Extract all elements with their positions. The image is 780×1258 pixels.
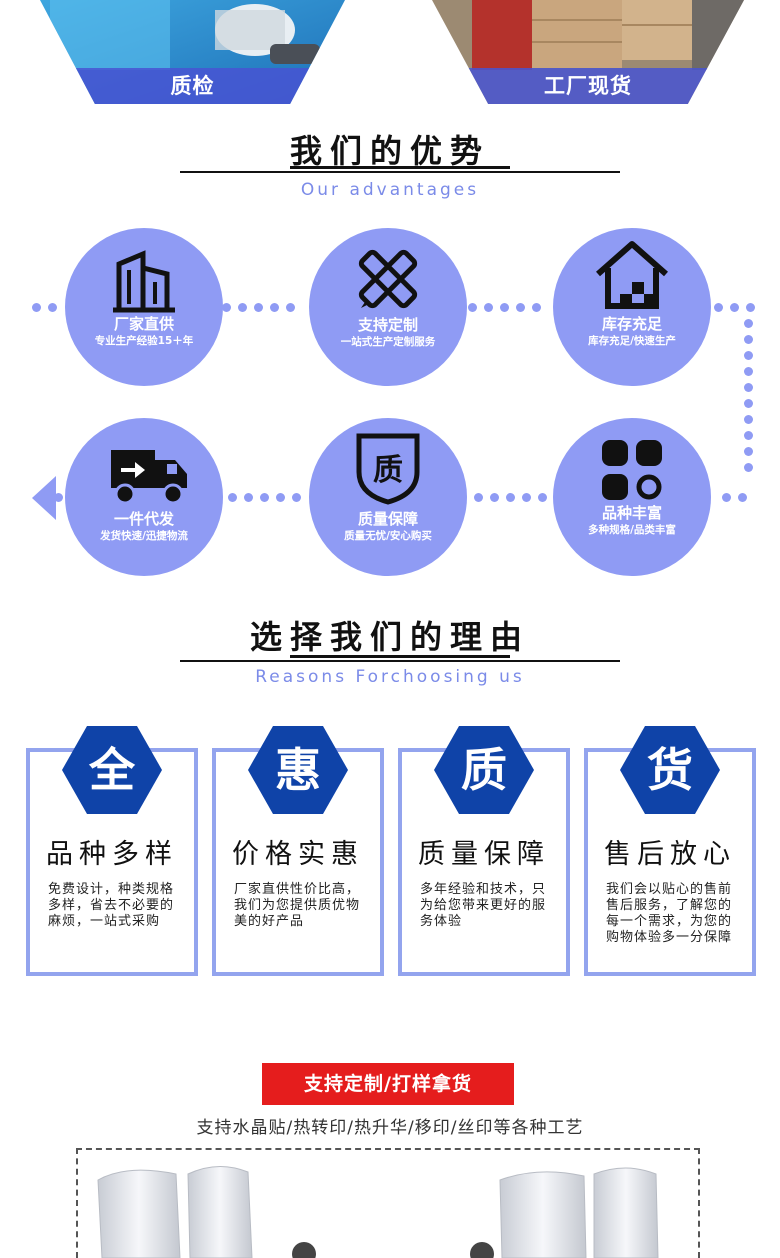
reason-card-title: 售后放心: [604, 839, 736, 870]
reason-card-title: 价格实惠: [232, 839, 364, 870]
reason-card: 售后放心 我们会以贴心的售前售后服务，了解您的每一个需求，为您的购物体验多一分保…: [584, 748, 756, 976]
reason-card-desc: 免费设计，种类规格多样，省去不必要的麻烦，一站式采购: [48, 882, 175, 929]
advantage-factory-direct: 厂家直供 专业生产经验15＋年: [65, 228, 223, 386]
connector-dot: [48, 303, 57, 312]
connector-dot: [744, 415, 753, 424]
connector-dot: [744, 383, 753, 392]
reason-badge: 货: [620, 726, 720, 814]
reason-card-title: 品种多样: [46, 839, 178, 870]
reason-card-desc: 多年经验和技术，只为给您带来更好的服务体验: [420, 882, 547, 929]
reason-card-title: 质量保障: [418, 839, 550, 870]
connector-dot: [744, 335, 753, 344]
connector-dot: [490, 493, 499, 502]
connector-dot: [286, 303, 295, 312]
connector-dot: [474, 493, 483, 502]
reason-badge: 质: [434, 726, 534, 814]
reason-badge: 惠: [248, 726, 348, 814]
svg-text:质: 质: [373, 453, 403, 488]
warehouse-icon: [596, 241, 668, 309]
quality-check-label: 质检: [40, 68, 345, 104]
connector-dot: [292, 493, 301, 502]
advantages-title-rule-accent: [290, 166, 510, 169]
connector-dot: [722, 493, 731, 502]
advantage-ample-stock: 库存充足 库存充足/快速生产: [553, 228, 711, 386]
connector-dot: [744, 351, 753, 360]
grid-variety-icon: [602, 440, 662, 500]
advantage-title: 库存充足: [601, 315, 662, 333]
connector-dot: [228, 493, 237, 502]
reason-card-desc: 我们会以贴心的售前售后服务，了解您的每一个需求，为您的购物体验多一分保障: [606, 882, 733, 945]
truck-icon: [111, 450, 187, 505]
advantage-customization: 支持定制 一站式生产定制服务: [309, 228, 467, 386]
connector-dot: [738, 493, 747, 502]
advantage-desc: 一站式生产定制服务: [340, 336, 436, 348]
connector-dot: [744, 463, 753, 472]
arrow-left-icon: [32, 476, 56, 520]
connector-dot: [746, 303, 755, 312]
advantage-desc: 多种规格/品类丰富: [588, 524, 676, 536]
connector-dot: [744, 319, 753, 328]
advantages-title: 我们的优势: [289, 132, 490, 170]
reasons-subtitle: Reasons Forchoosing us: [255, 667, 525, 687]
connector-dot: [54, 493, 63, 502]
building-icon: [113, 250, 175, 313]
connector-dot: [744, 367, 753, 376]
advantage-dropship: 一件代发 发货快速/迅捷物流: [65, 418, 223, 576]
connector-dot: [506, 493, 515, 502]
advantage-desc: 发货快速/迅捷物流: [100, 530, 188, 542]
advantage-title: 质量保障: [357, 510, 418, 528]
connector-dot: [276, 493, 285, 502]
advantage-title: 厂家直供: [113, 315, 174, 333]
advantages-title-rule: [180, 171, 620, 173]
advantages-subtitle: Our advantages: [300, 180, 480, 200]
reasons-title: 选择我们的理由: [249, 618, 530, 656]
advantage-variety: 品种丰富 多种规格/品类丰富: [553, 418, 711, 576]
connector-dot: [222, 303, 231, 312]
craft-options-text: 支持水晶贴/热转印/热升华/移印/丝印等各种工艺: [196, 1118, 584, 1138]
reason-card-desc: 厂家直供性价比高，我们为您提供质优物美的好产品: [234, 882, 361, 929]
connector-dot: [522, 493, 531, 502]
connector-dot: [484, 303, 493, 312]
reasons-title-rule-accent: [290, 655, 510, 658]
quality-check-photo: 质检: [40, 0, 345, 104]
connector-dot: [744, 447, 753, 456]
connector-dot: [714, 303, 723, 312]
connector-dot: [254, 303, 263, 312]
advantage-desc: 专业生产经验15＋年: [94, 335, 194, 347]
connector-dot: [468, 303, 477, 312]
connector-dot: [260, 493, 269, 502]
advantage-desc: 质量无忧/安心购买: [344, 530, 432, 542]
pencil-ruler-icon: [358, 249, 418, 309]
connector-dot: [516, 303, 525, 312]
advantage-desc: 库存充足/快速生产: [588, 335, 676, 347]
advantage-title: 一件代发: [113, 510, 174, 528]
reasons-title-rule: [180, 660, 620, 662]
connector-dot: [730, 303, 739, 312]
factory-stock-photo: 工厂现货: [432, 0, 744, 104]
factory-stock-label: 工厂现货: [432, 68, 744, 104]
advantage-title: 支持定制: [357, 316, 418, 334]
connector-dot: [744, 431, 753, 440]
advantage-title: 品种丰富: [601, 504, 662, 522]
connector-dot: [244, 493, 253, 502]
reason-badge: 全: [62, 726, 162, 814]
product-samples-image: [97, 1166, 659, 1258]
connector-dot: [500, 303, 509, 312]
connector-dot: [238, 303, 247, 312]
product-sample-frame: [76, 1148, 700, 1258]
quality-shield-icon: 质: [356, 433, 420, 505]
connector-dot: [538, 493, 547, 502]
customization-button[interactable]: 支持定制/打样拿货: [262, 1063, 514, 1105]
connector-dot: [532, 303, 541, 312]
connector-dot: [270, 303, 279, 312]
connector-dot: [744, 399, 753, 408]
advantage-quality: 质 质量保障 质量无忧/安心购买: [309, 418, 467, 576]
connector-dot: [32, 303, 41, 312]
